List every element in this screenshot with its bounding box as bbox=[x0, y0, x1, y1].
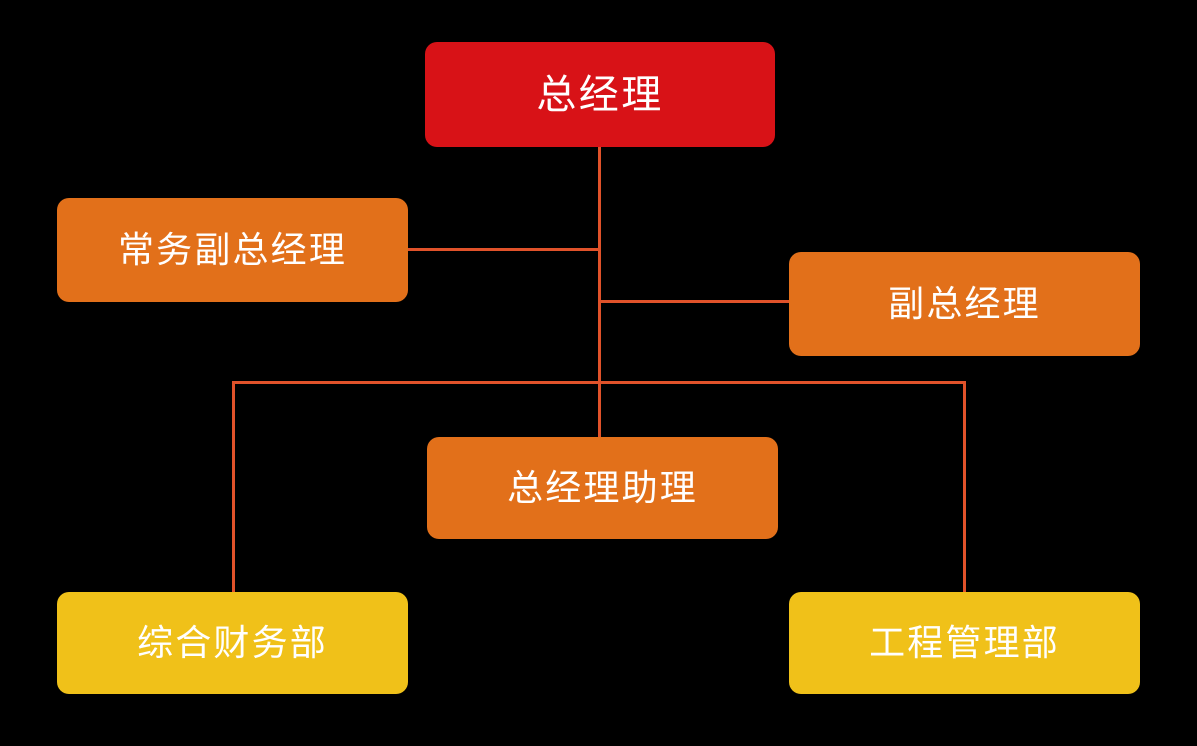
connector-drop-left bbox=[232, 381, 235, 592]
connector-branch-right bbox=[600, 300, 789, 303]
org-node-label: 常务副总经理 bbox=[118, 229, 347, 270]
org-node-deputy-general-manager[interactable]: 副总经理 bbox=[789, 252, 1140, 356]
org-node-finance-department[interactable]: 综合财务部 bbox=[57, 592, 408, 694]
org-node-executive-deputy-general-manager[interactable]: 常务副总经理 bbox=[57, 198, 408, 302]
connector-drop-right bbox=[963, 381, 966, 592]
org-node-general-manager-assistant[interactable]: 总经理助理 bbox=[427, 437, 778, 539]
org-node-engineering-management-department[interactable]: 工程管理部 bbox=[789, 592, 1140, 694]
connector-department-bar bbox=[232, 381, 966, 384]
org-node-general-manager[interactable]: 总经理 bbox=[425, 42, 775, 147]
org-node-label: 副总经理 bbox=[888, 283, 1041, 324]
org-node-label: 总经理助理 bbox=[507, 467, 698, 508]
connector-branch-left bbox=[408, 248, 600, 251]
org-node-label: 工程管理部 bbox=[869, 622, 1060, 663]
org-node-label: 总经理 bbox=[536, 72, 664, 117]
org-node-label: 综合财务部 bbox=[137, 622, 328, 663]
connector-trunk-vertical bbox=[598, 147, 601, 437]
